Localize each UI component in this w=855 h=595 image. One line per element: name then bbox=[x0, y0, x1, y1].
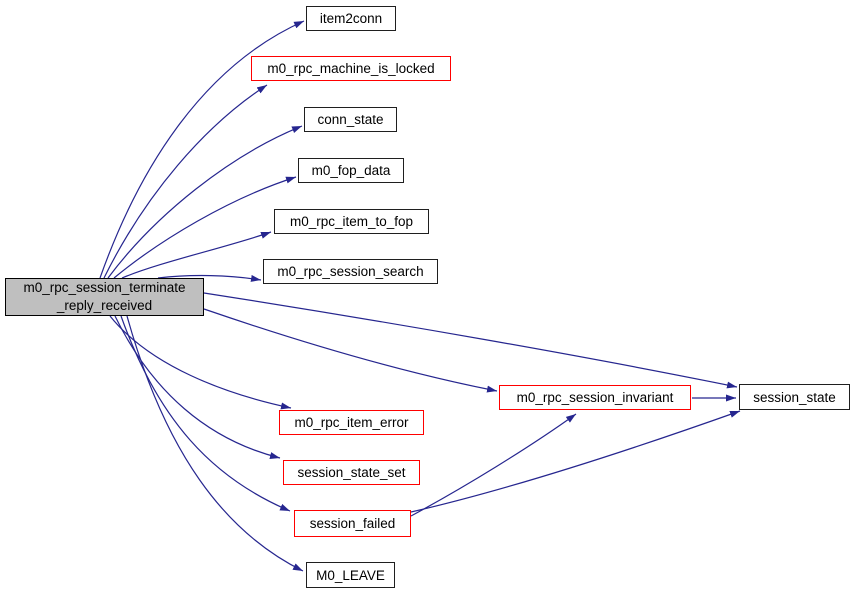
edge-session_failed-to-m0_rpc_session_invariant bbox=[410, 413, 577, 517]
node-label: conn_state bbox=[317, 112, 384, 127]
node-m0_fop_data[interactable]: m0_fop_data bbox=[298, 158, 404, 183]
node-M0_LEAVE[interactable]: M0_LEAVE bbox=[306, 562, 395, 588]
edge-main-to-session_state_set bbox=[114, 315, 281, 459]
edge-main-to-session_state bbox=[203, 292, 738, 389]
edge-main-to-m0_rpc_session_invariant bbox=[203, 308, 498, 393]
node-session_state_set[interactable]: session_state_set bbox=[283, 460, 420, 485]
node-label: item2conn bbox=[319, 11, 383, 26]
node-label: m0_rpc_session_invariant bbox=[516, 390, 674, 405]
edge-main-to-m0_fop_data bbox=[113, 176, 297, 279]
edge-main-to-item2conn bbox=[99, 20, 305, 279]
node-label: session_failed bbox=[309, 516, 396, 531]
edge-main-to-conn_state bbox=[107, 125, 303, 279]
edge-session_failed-to-session_state bbox=[410, 410, 741, 513]
node-m0_rpc_item_error[interactable]: m0_rpc_item_error bbox=[279, 410, 424, 435]
edge-main-to-session_failed bbox=[120, 315, 291, 512]
node-item2conn[interactable]: item2conn bbox=[306, 6, 396, 31]
node-m0_rpc_session_search[interactable]: m0_rpc_session_search bbox=[263, 259, 438, 284]
main-function-label-line2: _reply_received bbox=[56, 298, 153, 313]
node-label: m0_rpc_item_error bbox=[294, 415, 409, 430]
node-label: session_state bbox=[753, 389, 836, 405]
node-m0_rpc_item_to_fop[interactable]: m0_rpc_item_to_fop bbox=[274, 209, 429, 234]
node-label: m0_rpc_session_search bbox=[277, 264, 424, 279]
edge-main-to-m0_rpc_item_error bbox=[109, 315, 292, 410]
node-session_failed[interactable]: session_failed bbox=[294, 510, 411, 537]
node-label: session_state_set bbox=[297, 465, 406, 480]
edge-main-to-m0_rpc_machine_is_locked bbox=[103, 84, 268, 279]
node-main-function: m0_rpc_session_terminate _reply_received bbox=[5, 278, 204, 316]
node-m0_rpc_session_invariant[interactable]: m0_rpc_session_invariant bbox=[499, 385, 691, 410]
edge-main-to-m0_rpc_session_search bbox=[157, 274, 262, 282]
node-m0_rpc_machine_is_locked[interactable]: m0_rpc_machine_is_locked bbox=[251, 56, 451, 81]
node-label: m0_rpc_machine_is_locked bbox=[267, 61, 435, 76]
edge-main-to-M0_LEAVE bbox=[126, 315, 304, 572]
main-function-label-line1: m0_rpc_session_terminate bbox=[23, 280, 186, 295]
node-label: M0_LEAVE bbox=[316, 567, 385, 583]
node-label: m0_rpc_item_to_fop bbox=[289, 214, 414, 229]
node-conn_state[interactable]: conn_state bbox=[304, 107, 397, 132]
node-label: m0_fop_data bbox=[311, 163, 391, 178]
node-session_state[interactable]: session_state bbox=[739, 384, 850, 410]
edge-main-to-m0_rpc_item_to_fop bbox=[121, 231, 272, 279]
